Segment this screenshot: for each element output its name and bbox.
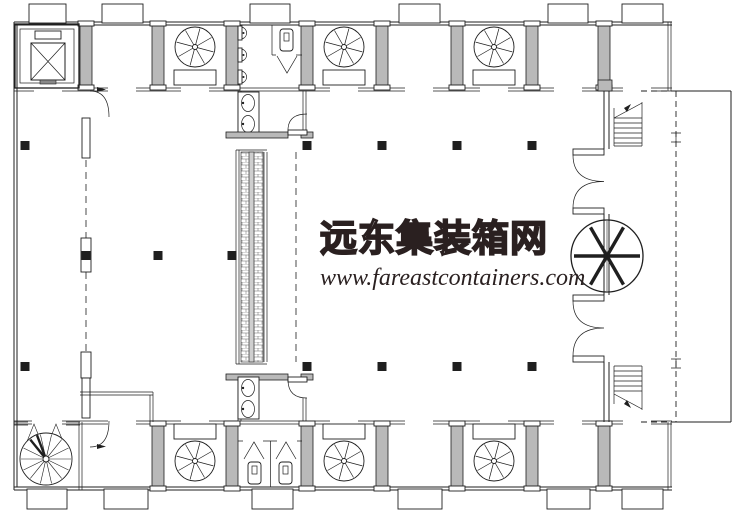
swing-door-icon [287,113,308,136]
toilet-icon [278,461,293,485]
large-spiral-stair [19,423,73,486]
structural-column-icon [377,141,387,150]
double-door-lower [572,294,605,363]
spiral-stair-icon [174,26,216,68]
right-entrance-wall [570,79,644,422]
section-marker-icon [671,132,681,143]
double-door-upper [572,148,605,215]
mens-restroom [225,25,314,139]
sink-icon [241,94,255,112]
terrace-stair-upper [613,102,643,147]
structural-column-icon [20,141,30,150]
structural-column-icon [527,362,537,371]
swing-door-icon [287,376,308,399]
stair-direction-arrow [624,400,631,408]
stall-door-icon [275,441,297,460]
elevator [14,23,80,89]
toilet-icon [279,28,294,52]
structural-column-icon [452,141,462,150]
structural-column-icon [227,251,237,260]
sink-icon [241,400,255,418]
urinal-icon [237,69,248,85]
revolving-door-icon [570,219,644,293]
urinal-icon [237,25,248,41]
structural-column-icon [153,251,163,260]
canopy-dashed-line [641,90,677,423]
elevator-shaft-icon [30,42,66,81]
bottom-balconies [26,488,664,510]
bottom-divider-walls [78,420,613,492]
structural-column-icon [81,251,91,260]
vestibule-wall [80,391,154,422]
terrace-stair-lower [613,365,643,410]
spiral-stair-icon [174,440,216,482]
urinal-icon [237,47,248,63]
structural-column-icon [302,141,312,150]
swing-door-icon [81,377,110,449]
structural-column-icon [452,362,462,371]
top-balconies [28,3,664,24]
sink-icon [241,379,255,397]
bottom-spiral-stairs [173,423,516,482]
central-straight-stair [235,149,297,365]
sink-counter [237,376,260,420]
stair-handrail [248,151,255,363]
swing-door-icon [81,87,110,159]
corridor [80,87,154,449]
structural-column-icon [302,362,312,371]
spiral-stair-icon [473,26,515,68]
top-spiral-stairs [173,26,516,86]
structural-column-icon [20,362,30,371]
spiral-stair-icon [323,440,365,482]
section-marker-icon [671,358,681,369]
bay-inner-walls [14,86,672,427]
stall-door-icon [243,441,265,460]
womens-restroom [225,373,314,487]
stair-direction-arrow [624,104,631,112]
structural-column-icon [377,362,387,371]
spiral-stair-icon [323,26,365,68]
toilet-icon [247,461,262,485]
top-divider-walls [77,20,613,91]
structural-column-icon [527,141,537,150]
spiral-stair-icon [473,440,515,482]
large-spiral-stair-icon [19,432,73,486]
structural-columns [20,141,537,371]
sink-counter [237,91,260,135]
terrace [613,90,732,423]
stair-bay-walls [14,421,80,426]
stall-door-icon [276,55,298,74]
